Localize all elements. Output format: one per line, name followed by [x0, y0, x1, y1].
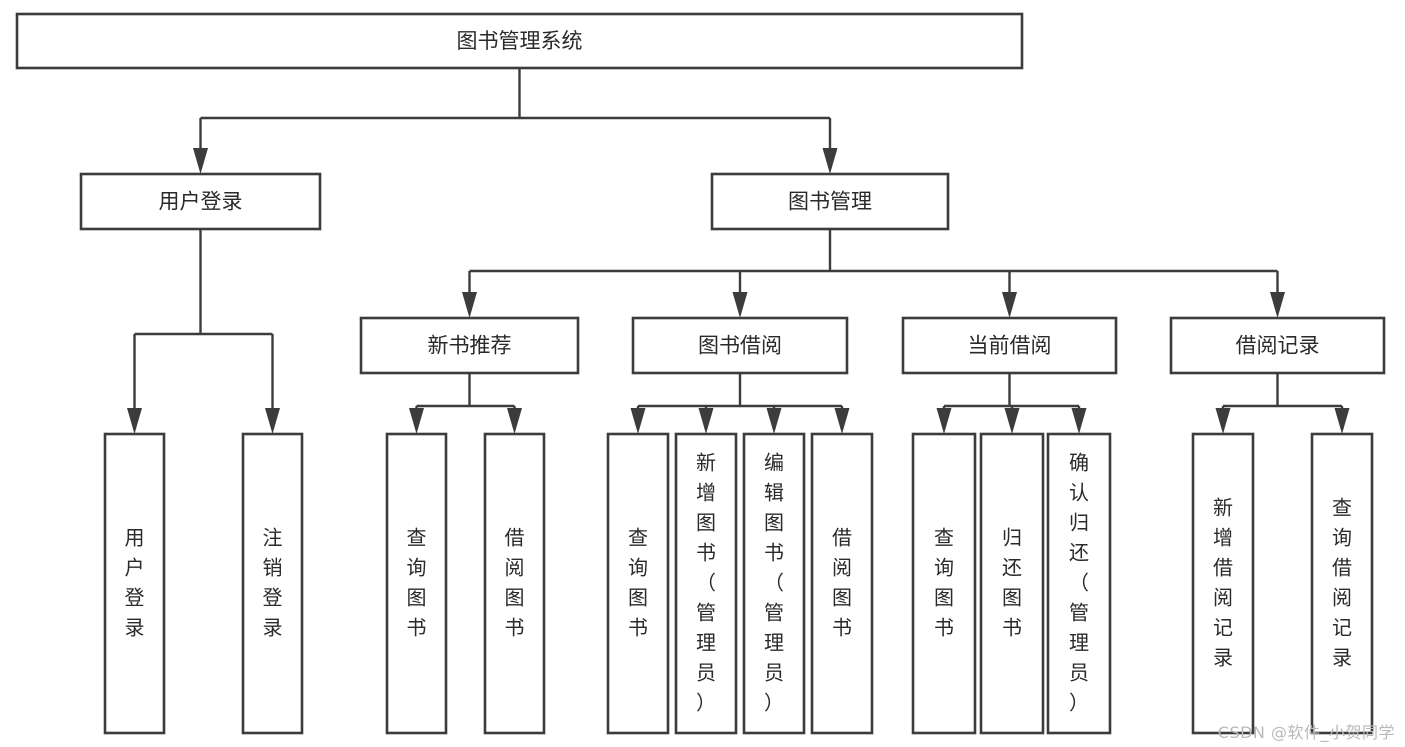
node-label: 新增借阅记录 [1213, 495, 1233, 669]
node-label: 图书管理系统 [457, 29, 583, 53]
node-box[interactable] [1169, 316, 1386, 375]
node-label: 借阅图书 [505, 525, 525, 639]
arrow-head-icon [1004, 408, 1020, 434]
node-leaf-user-logout[interactable]: 注销登录 [241, 432, 304, 735]
node-label: 借阅图书 [832, 525, 852, 639]
node-box[interactable] [901, 316, 1118, 375]
node-book-borrow[interactable]: 图书借阅 [631, 316, 849, 375]
node-leaf-bw-add-book[interactable]: 新增图书（管理员） [674, 432, 738, 735]
connector-group-new-book-rec [409, 373, 522, 434]
arrow-head-icon [766, 408, 782, 434]
arrow-head-icon [1002, 292, 1017, 318]
node-label: 查询借阅记录 [1332, 495, 1352, 669]
node-box[interactable] [241, 432, 304, 735]
node-leaf-bw-query-book[interactable]: 查询图书 [606, 432, 670, 735]
node-leaf-br-add-record[interactable]: 新增借阅记录 [1191, 432, 1255, 735]
arrow-head-icon [630, 408, 646, 434]
arrow-head-icon [507, 408, 522, 434]
arrow-head-icon [1270, 292, 1285, 318]
node-box[interactable] [979, 432, 1045, 735]
node-label: 图书管理 [788, 190, 872, 214]
node-box[interactable] [385, 432, 448, 735]
node-label: 确认归还（管理员） [1069, 450, 1089, 714]
node-borrow-record[interactable]: 借阅记录 [1169, 316, 1386, 375]
node-leaf-cb-confirm-return[interactable]: 确认归还（管理员） [1046, 432, 1112, 735]
node-label: 新增图书（管理员） [696, 450, 716, 714]
arrow-head-icon [1334, 408, 1350, 434]
connector-layer [127, 68, 1350, 434]
connector-group-borrow-record [1215, 373, 1350, 434]
node-label: 用户登录 [125, 525, 145, 639]
node-box[interactable] [742, 432, 806, 735]
node-leaf-bw-edit-book[interactable]: 编辑图书（管理员） [742, 432, 806, 735]
node-label: 借阅记录 [1236, 334, 1320, 358]
connector-group-book-borrow [630, 373, 850, 434]
node-leaf-cb-return-book[interactable]: 归还图书 [979, 432, 1045, 735]
connector-group-current-borrow [936, 373, 1087, 434]
node-leaf-user-login[interactable]: 用户登录 [103, 432, 166, 735]
arrow-head-icon [127, 408, 142, 434]
node-box[interactable] [911, 432, 977, 735]
node-box[interactable] [606, 432, 670, 735]
arrow-head-icon [834, 408, 850, 434]
node-label: 编辑图书（管理员） [764, 450, 784, 714]
node-box[interactable] [631, 316, 849, 375]
node-label: 注销登录 [263, 525, 283, 639]
node-box[interactable] [79, 172, 322, 231]
node-label: 用户登录 [159, 190, 243, 214]
node-leaf-bw-borrow-book[interactable]: 借阅图书 [810, 432, 874, 735]
arrow-head-icon [193, 148, 208, 174]
connector-group-root [193, 68, 838, 174]
node-box[interactable] [103, 432, 166, 735]
node-label: 查询图书 [628, 525, 648, 639]
node-box[interactable] [674, 432, 738, 735]
arrow-head-icon [409, 408, 424, 434]
node-label: 当前借阅 [968, 334, 1052, 358]
node-box[interactable] [810, 432, 874, 735]
node-label: 新书推荐 [428, 334, 512, 358]
node-root[interactable]: 图书管理系统 [15, 12, 1024, 70]
node-leaf-rec-borrow-book[interactable]: 借阅图书 [483, 432, 546, 735]
arrow-head-icon [698, 408, 714, 434]
arrow-head-icon [265, 408, 280, 434]
arrow-head-icon [822, 148, 838, 174]
connector-group-user-login [127, 229, 280, 434]
arrow-head-icon [462, 292, 477, 318]
arrow-head-icon [936, 408, 952, 434]
node-box[interactable] [15, 12, 1024, 70]
node-label: 归还图书 [1002, 525, 1022, 639]
node-current-borrow[interactable]: 当前借阅 [901, 316, 1118, 375]
node-new-book-rec[interactable]: 新书推荐 [359, 316, 580, 375]
node-user-login[interactable]: 用户登录 [79, 172, 322, 231]
arrow-head-icon [1071, 408, 1087, 434]
node-label: 图书借阅 [698, 334, 782, 358]
node-box[interactable] [1191, 432, 1255, 735]
node-layer: 图书管理系统用户登录图书管理新书推荐图书借阅当前借阅借阅记录用户登录注销登录查询… [15, 12, 1386, 735]
connector-group-book-manage [462, 229, 1285, 318]
node-label: 查询图书 [934, 525, 954, 639]
arrow-head-icon [1215, 408, 1231, 434]
node-box[interactable] [359, 316, 580, 375]
node-box[interactable] [1310, 432, 1374, 735]
node-leaf-cb-query-book[interactable]: 查询图书 [911, 432, 977, 735]
node-leaf-rec-query-book[interactable]: 查询图书 [385, 432, 448, 735]
node-box[interactable] [483, 432, 546, 735]
node-leaf-br-query-record[interactable]: 查询借阅记录 [1310, 432, 1374, 735]
arrow-head-icon [732, 292, 748, 318]
node-box[interactable] [710, 172, 950, 231]
node-box[interactable] [1046, 432, 1112, 735]
node-book-manage[interactable]: 图书管理 [710, 172, 950, 231]
node-label: 查询图书 [407, 525, 427, 639]
